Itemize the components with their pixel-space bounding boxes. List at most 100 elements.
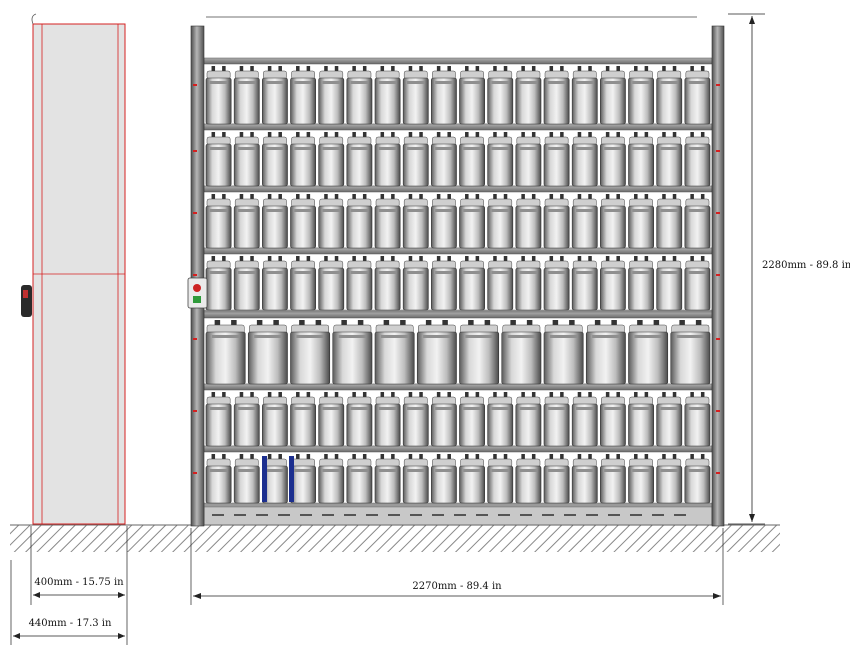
battery-cell [600, 256, 626, 311]
battery-cell [459, 66, 485, 125]
battery-cell [374, 454, 401, 504]
battery-cell [262, 256, 288, 311]
battery-cell [318, 454, 345, 504]
handle-icon [21, 285, 32, 317]
base-slot [432, 514, 444, 516]
battery-cell [543, 132, 570, 187]
shelf-base [203, 502, 713, 508]
battery-cell [262, 194, 288, 249]
battery-cell [571, 66, 598, 125]
battery-cell [431, 194, 457, 249]
battery-cell [402, 66, 429, 125]
base-slot [564, 514, 576, 516]
battery-cell [205, 66, 232, 125]
battery-cell [459, 132, 485, 187]
battery-cell [585, 320, 626, 385]
base-slot [608, 514, 620, 516]
cable-left [262, 456, 267, 502]
side-view [21, 13, 126, 525]
battery-cell [459, 454, 485, 504]
shelf-beam [203, 445, 713, 453]
battery-cell [374, 320, 415, 385]
base-slot [630, 514, 642, 516]
battery-cell [233, 66, 260, 125]
post-mark [716, 212, 720, 214]
base-slots [212, 514, 686, 516]
battery-cell [600, 454, 626, 504]
post-mark [193, 410, 197, 412]
base-slot [256, 514, 268, 516]
shelf-beam [203, 185, 713, 193]
battery-cell [233, 454, 260, 504]
front-view [187, 16, 725, 527]
battery-cell [402, 256, 429, 311]
battery-cell [290, 320, 331, 385]
battery-cell [402, 194, 429, 249]
battery-cell [670, 320, 711, 385]
base-slot [366, 514, 378, 516]
battery-cell [374, 132, 401, 187]
battery-cell [318, 66, 345, 125]
battery-cell [374, 194, 401, 249]
base-slot [300, 514, 312, 516]
battery-cell [600, 194, 626, 249]
base-slot [586, 514, 598, 516]
battery-cell [571, 132, 598, 187]
battery-cell [290, 194, 316, 249]
battery-cell [233, 194, 260, 249]
height-dimension: 2280mm - 89.8 in [728, 13, 850, 525]
battery-cell [416, 320, 457, 385]
battery-cell [543, 392, 570, 447]
battery-cell [656, 66, 683, 125]
battery-cell [487, 454, 514, 504]
post-mark [193, 274, 197, 276]
ground-hatch [10, 525, 780, 552]
battery-cell [543, 454, 570, 504]
battery-cell [290, 256, 316, 311]
battery-cell [628, 66, 654, 125]
battery-cell [515, 392, 542, 447]
battery-cell [205, 454, 232, 504]
battery-cell [459, 256, 485, 311]
depth-outer-label: 440mm - 17.3 in [29, 618, 112, 629]
battery-cell [487, 392, 514, 447]
battery-cell [346, 66, 373, 125]
battery-cell [543, 194, 570, 249]
battery-cell [628, 194, 654, 249]
battery-cell [205, 256, 232, 311]
height-label: 2280mm - 89.8 in [762, 260, 850, 271]
battery-cell [290, 66, 316, 125]
battery-cell [656, 454, 683, 504]
width-label: 2270mm - 89.4 in [412, 581, 502, 592]
battery-cell [600, 132, 626, 187]
battery-cell [431, 132, 457, 187]
battery-cell [431, 392, 457, 447]
left-post [190, 25, 205, 527]
battery-cell [205, 392, 232, 447]
battery-cell [571, 454, 598, 504]
battery-cell [318, 392, 345, 447]
battery-cell [628, 320, 669, 385]
post-mark [716, 274, 720, 276]
battery-cell [290, 454, 316, 504]
post-mark [716, 338, 720, 340]
battery-cell [487, 194, 514, 249]
battery-cell [459, 392, 485, 447]
battery-cell [515, 66, 542, 125]
battery-cell [205, 320, 246, 385]
battery-cell [487, 66, 514, 125]
battery-cell [262, 66, 288, 125]
battery-cell [318, 132, 345, 187]
battery-cell [346, 454, 373, 504]
batteries [205, 66, 711, 504]
battery-cell [431, 454, 457, 504]
post-mark [193, 338, 197, 340]
battery-cell [656, 132, 683, 187]
post-mark [193, 84, 197, 86]
base-slot [498, 514, 510, 516]
battery-cell [262, 132, 288, 187]
battery-cell [290, 392, 316, 447]
battery-cell [332, 320, 373, 385]
battery-cell [656, 194, 683, 249]
side-top-curl [31, 13, 37, 25]
